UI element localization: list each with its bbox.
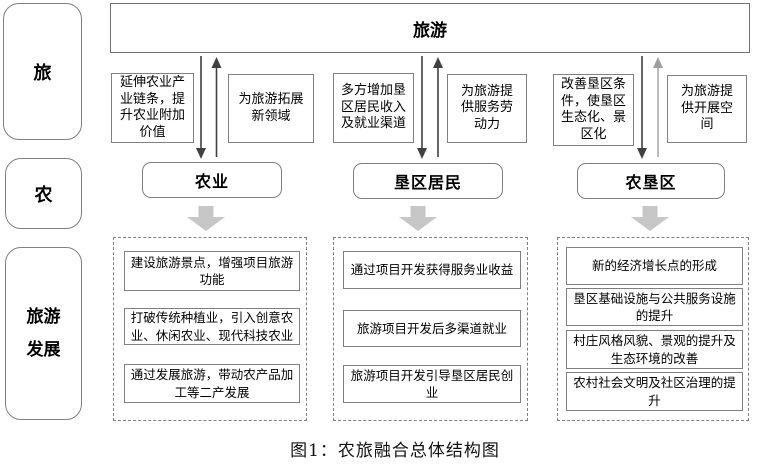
down-arrow-tourism-to-reclamation: [637, 56, 647, 159]
benefit-to-agriculture-label: 延伸农业产业链条，提升农业附加价值: [119, 75, 185, 140]
sidebar-item-agriculture-label: 农: [34, 184, 53, 206]
outcome-item-label: 垦区基础设施与公共服务设施的提升: [573, 290, 736, 324]
benefit-from-residents-label: 为旅游提供服务劳动力: [460, 83, 513, 132]
entity-agriculture-box: 农业: [142, 162, 282, 198]
benefit-to-residents-label: 多方增加垦区居民收入及就业渠道: [341, 83, 407, 132]
outcome-item: 农村社会文明及社区治理的提升: [566, 372, 743, 411]
outcome-item: 旅游项目开发后多渠道就业: [343, 310, 521, 347]
sidebar-item-tourism-development-label: 旅游发展: [26, 307, 61, 360]
figure-caption: 图1：农旅融合总体结构图: [115, 436, 675, 461]
block-arrow-agriculture-outcomes: [187, 206, 225, 231]
outcome-item-label: 通过项目开发获得服务业收益: [350, 262, 514, 278]
up-arrow-reclamation-to-tourism: [653, 57, 663, 157]
entity-residents-box: 垦区居民: [353, 163, 503, 199]
entity-agriculture-label: 农业: [194, 172, 229, 191]
block-arrow-residents-outcomes: [399, 206, 437, 231]
outcome-item-label: 打破传统种植业，引入创意农业、休闲农业、现代科技农业: [130, 310, 294, 343]
outcome-item: 建设旅游景点，增强项目旅游功能: [124, 251, 300, 291]
outcome-item: 打破传统种植业，引入创意农业、休闲农业、现代科技农业: [124, 308, 300, 345]
outcome-item-label: 旅游项目开发引导垦区居民创业: [350, 367, 514, 401]
outcome-item: 通过发展旅游，带动农产品加工等二产发展: [124, 364, 300, 403]
benefit-to-reclamation-label: 改善垦区条件，使垦区生态化、景区化: [561, 77, 627, 142]
benefit-to-reclamation-box: 改善垦区条件，使垦区生态化、景区化: [553, 74, 634, 146]
down-arrow-tourism-to-residents: [417, 56, 427, 159]
benefit-from-agriculture-box: 为旅游拓展新领域: [228, 74, 314, 143]
outcome-item-label: 村庄风格风貌、景观的提升及生态环境的改善: [573, 333, 736, 366]
benefit-to-agriculture-box: 延伸农业产业链条，提升农业附加价值: [111, 73, 194, 143]
outcomes-reclamation-container: 新的经济增长点的形成 垦区基础设施与公共服务设施的提升 村庄风格风貌、景观的提升…: [557, 237, 749, 421]
outcome-item: 村庄风格风貌、景观的提升及生态环境的改善: [566, 330, 743, 369]
up-arrow-residents-to-tourism: [433, 57, 443, 157]
benefit-from-reclamation-box: 为旅游提供开展空间: [667, 75, 747, 143]
benefit-from-agriculture-label: 为旅游拓展新领域: [238, 92, 304, 124]
outcome-item: 通过项目开发获得服务业收益: [343, 251, 521, 289]
outcomes-agriculture-container: 建设旅游景点，增强项目旅游功能 打破传统种植业，引入创意农业、休闲农业、现代科技…: [113, 237, 307, 421]
entity-residents-label: 垦区居民: [393, 173, 462, 192]
down-arrow-tourism-to-agriculture: [196, 56, 206, 159]
sidebar-item-tourism: 旅: [3, 3, 82, 140]
figure-caption-text: 图1：农旅融合总体结构图: [290, 441, 500, 461]
outcome-item: 新的经济增长点的形成: [566, 247, 743, 285]
outcomes-residents-container: 通过项目开发获得服务业收益 旅游项目开发后多渠道就业 旅游项目开发引导垦区居民创…: [333, 237, 528, 421]
benefit-to-residents-box: 多方增加垦区居民收入及就业渠道: [333, 73, 414, 143]
tourism-top-box: 旅游: [110, 3, 750, 53]
outcome-item: 旅游项目开发引导垦区居民创业: [343, 365, 521, 403]
sidebar-item-tourism-label: 旅: [33, 62, 52, 84]
outcome-item-label: 建设旅游景点，增强项目旅游功能: [130, 254, 294, 288]
sidebar-item-agriculture: 农: [5, 158, 82, 229]
up-arrow-agriculture-to-tourism: [211, 57, 222, 157]
entity-reclamation-box: 农垦区: [577, 163, 725, 199]
benefit-from-reclamation-label: 为旅游提供开展空间: [680, 84, 733, 133]
outcome-item-label: 农村社会文明及社区治理的提升: [573, 375, 736, 408]
outcome-item: 垦区基础设施与公共服务设施的提升: [566, 288, 743, 326]
outcome-item-label: 旅游项目开发后多渠道就业: [356, 320, 507, 336]
sidebar-item-tourism-development: 旅游发展: [5, 247, 82, 420]
tourism-top-box-label: 旅游: [413, 20, 447, 41]
outcome-item-label: 新的经济增长点的形成: [591, 258, 717, 274]
entity-reclamation-label: 农垦区: [625, 173, 677, 192]
benefit-from-residents-box: 为旅游提供服务劳动力: [447, 74, 527, 143]
outcome-item-label: 通过发展旅游，带动农产品加工等二产发展: [130, 367, 294, 400]
block-arrow-reclamation-outcomes: [631, 206, 669, 231]
